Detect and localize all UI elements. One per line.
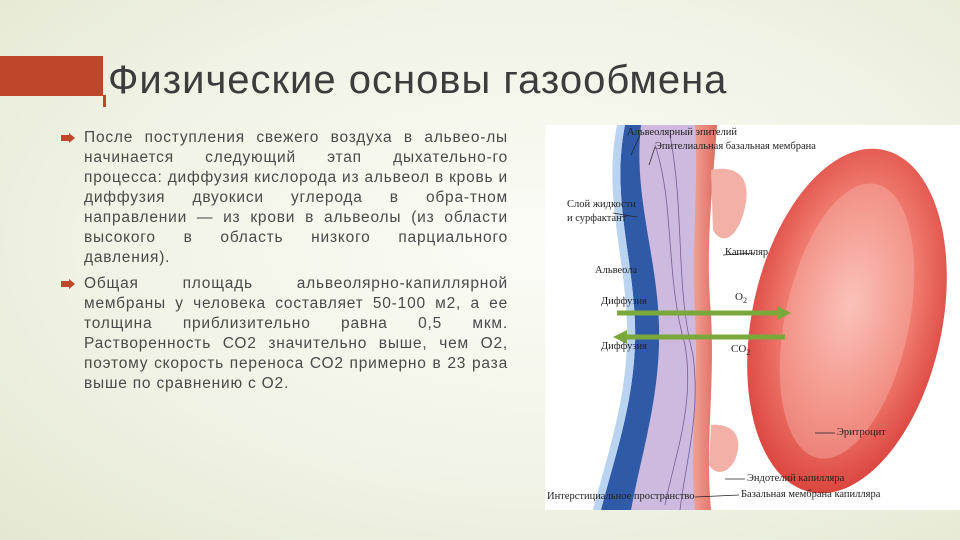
co2-arrow-head (613, 330, 627, 344)
o2-arrow-head (777, 306, 791, 320)
alveolar-capillary-diagram: Альвеолярный эпителий Эпителиальная база… (545, 125, 960, 511)
arrow-bullet-icon (61, 133, 75, 143)
label-fluid-layer: Слой жидкости (567, 199, 636, 210)
title-accent-bar (0, 56, 103, 96)
label-surfactant: и сурфактант (567, 213, 627, 224)
title-accent-line (103, 95, 106, 107)
label-diffusion-co2: Диффузия (601, 341, 647, 352)
bullet-text: После поступления свежего воздуха в альв… (84, 129, 508, 266)
label-epithelial-basal-membrane: Эпителиальная базальная мембрана (655, 141, 816, 152)
epithelium-shape (601, 125, 660, 510)
erythrocyte-shape (747, 148, 947, 494)
bullet-item: После поступления свежего воздуха в альв… (60, 128, 508, 268)
label-o2: O2 (735, 291, 747, 306)
arrow-bullet-icon (61, 279, 75, 289)
label-diffusion-o2: Диффузия (601, 296, 647, 307)
bullet-text: Общая площадь альвеолярно-капиллярной ме… (84, 275, 508, 392)
label-capillary-endothelium: Эндотелий капилляра (747, 473, 845, 484)
diagram-illustration (593, 125, 947, 511)
label-alveola: Альвеола (595, 265, 638, 276)
label-co2: CO2 (731, 343, 751, 358)
label-capillary: Капилляр (725, 247, 769, 258)
label-capillary-basal-membrane: Базальная мембрана капилляра (741, 489, 881, 500)
label-interstitial-space: Интерстициальное пространство (547, 491, 695, 502)
label-alveolar-epithelium: Альвеолярный эпителий (627, 127, 737, 138)
endothelium-shape (693, 125, 717, 510)
bullet-list: После поступления свежего воздуха в альв… (60, 128, 508, 400)
bullet-item: Общая площадь альвеолярно-капиллярной ме… (60, 274, 508, 394)
slide-title: Физические основы газообмена (108, 58, 728, 102)
label-erythrocyte: Эритроцит (837, 427, 886, 438)
